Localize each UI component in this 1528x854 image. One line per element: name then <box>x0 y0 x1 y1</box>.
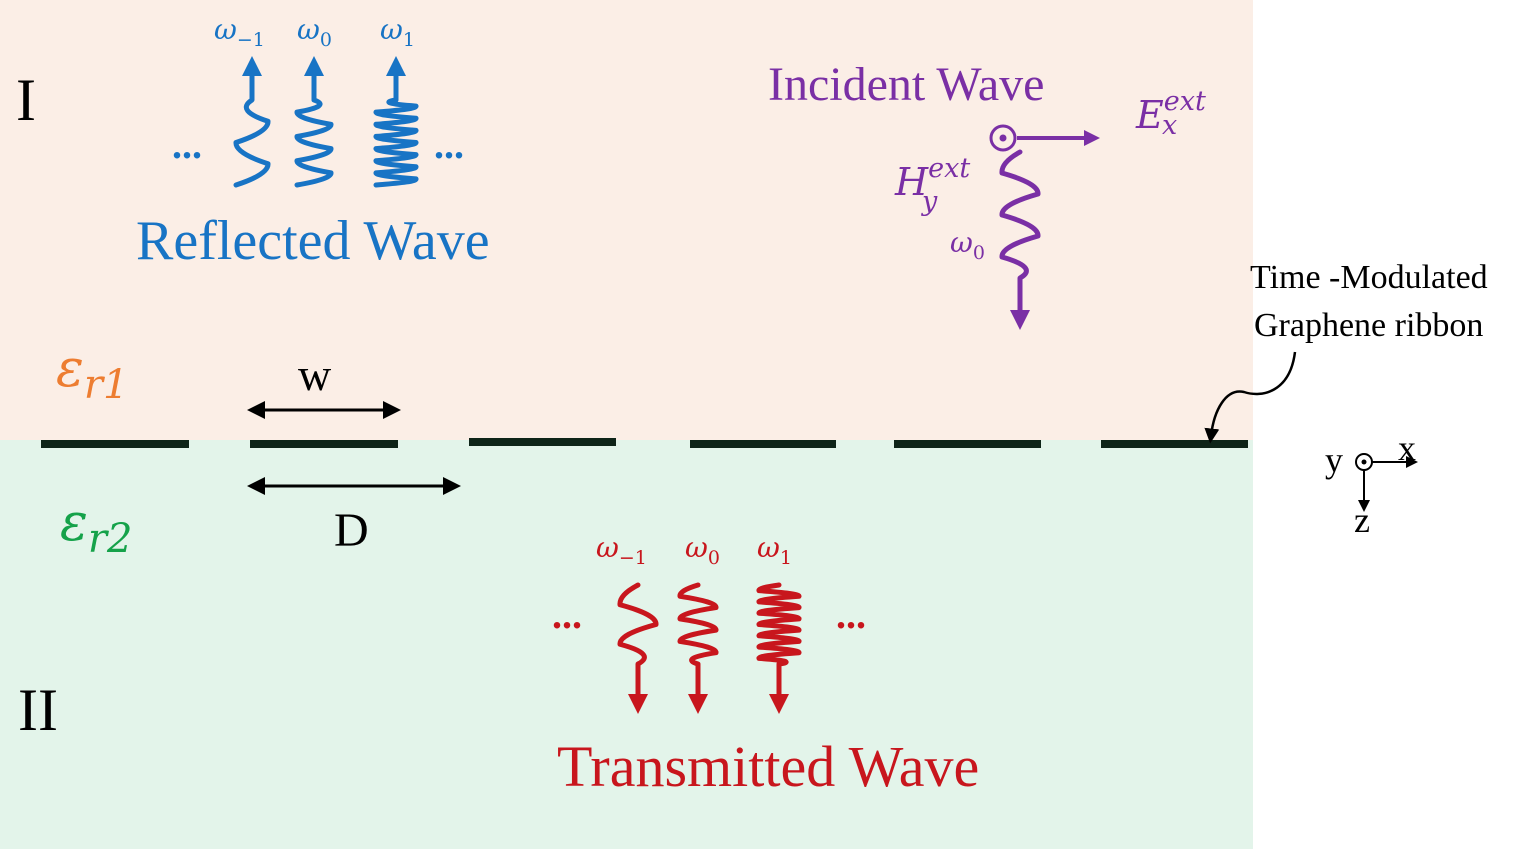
reflected-freq-label-1: ω1 <box>380 13 415 51</box>
transmitted-freq-label-0: ω0 <box>685 531 720 569</box>
e-field-sup: ext <box>1164 86 1206 117</box>
graphene-ribbon <box>894 440 1041 448</box>
h-field-sub: y <box>921 186 938 217</box>
e-field-base: E <box>1135 93 1164 137</box>
svg-text:ω0: ω0 <box>297 13 332 51</box>
eps-upper-sub: r1 <box>84 362 129 408</box>
transmitted-freq-1-base: ω <box>757 531 780 564</box>
reflected-freq-1-sub: 1 <box>403 29 415 51</box>
period-label: D <box>334 504 369 557</box>
svg-text:ω−1: ω−1 <box>596 531 647 569</box>
callout-line-2: Graphene ribbon <box>1254 307 1483 344</box>
y-axis-label: y <box>1325 440 1343 480</box>
eps-upper-base: ε <box>56 339 84 399</box>
svg-text:ω0: ω0 <box>685 531 720 569</box>
h-field-base: H <box>894 160 929 204</box>
reflected-freq-label-0: ω0 <box>297 13 332 51</box>
incident-freq-label: ω0 <box>950 226 985 264</box>
reflected-freq-1-base: ω <box>380 13 403 46</box>
graphene-ribbon <box>469 438 616 446</box>
transmitted-wave-0-path <box>677 582 719 714</box>
permittivity-lower-label: εr2 <box>60 493 132 562</box>
transmitted-wave-1-path <box>756 582 802 714</box>
h-field-out-of-page-icon <box>989 124 1017 152</box>
transmitted-ellipsis-left: ... <box>552 592 582 637</box>
region-2-label: II <box>18 677 58 743</box>
svg-text:εr1: εr1 <box>56 339 128 408</box>
transmitted-wave-minus1-path <box>617 582 659 714</box>
h-field-sup: ext <box>928 153 970 184</box>
graphene-ribbon-array <box>41 438 1248 448</box>
incident-wave-path <box>999 149 1041 330</box>
reflected-freq-0-sub: 0 <box>320 29 332 51</box>
reflected-freq-minus1-sub: −1 <box>237 29 265 51</box>
h-field-out-of-page-dot <box>999 134 1007 142</box>
eps-lower-sub: r2 <box>88 516 133 562</box>
region-1-background <box>0 0 1253 440</box>
reflected-ellipsis-right: ... <box>434 122 464 167</box>
permittivity-upper-label: εr1 <box>56 339 128 408</box>
e-field-sub: x <box>1162 110 1177 141</box>
transmitted-ellipsis-right: ... <box>836 592 866 637</box>
reflected-wave-0-path <box>294 56 334 188</box>
graphene-ribbon <box>250 440 398 448</box>
z-axis-label: z <box>1354 500 1370 540</box>
graphene-ribbon <box>41 440 189 448</box>
transmitted-freq-1-sub: 1 <box>780 547 792 569</box>
svg-text:ω1: ω1 <box>757 531 792 569</box>
graphene-ribbon <box>690 440 836 448</box>
region-1-label: I <box>16 67 36 133</box>
transmitted-freq-0-sub: 0 <box>708 547 720 569</box>
y-axis-out-of-page-dot <box>1361 459 1367 465</box>
transmitted-freq-minus1-base: ω <box>596 531 619 564</box>
reflected-freq-label-minus1: ω−1 <box>214 13 265 51</box>
svg-text:εr2: εr2 <box>60 493 132 562</box>
x-axis-label: x <box>1398 428 1416 468</box>
transmitted-freq-0-base: ω <box>685 531 708 564</box>
callout-line-1: Time -Modulated <box>1250 259 1488 296</box>
incident-freq-sub: 0 <box>973 242 985 264</box>
reflected-wave-1-path <box>373 56 419 188</box>
transmitted-wave-group: ω−1 ω0 ω1 ... ... Transmitted Wave <box>552 531 979 799</box>
transmitted-wave-title: Transmitted Wave <box>557 734 979 799</box>
reflected-freq-minus1-base: ω <box>214 13 237 46</box>
reflected-wave-title: Reflected Wave <box>136 210 490 272</box>
callout-leader-arrow <box>1204 351 1297 444</box>
svg-text:ω−1: ω−1 <box>214 13 265 51</box>
h-field-label: Hext y <box>894 153 970 217</box>
transmitted-freq-minus1-sub: −1 <box>619 547 647 569</box>
svg-text:Eext: Eext <box>1135 86 1206 137</box>
eps-lower-base: ε <box>60 493 88 553</box>
coordinate-axes: x y z <box>1325 428 1418 540</box>
reflected-wave-minus1-path <box>233 56 271 188</box>
incident-wave-group: Incident Wave Eext x Hext y ω0 <box>768 58 1206 330</box>
svg-text:ω0: ω0 <box>950 226 985 264</box>
svg-text:ω1: ω1 <box>380 13 415 51</box>
transmitted-freq-label-1: ω1 <box>757 531 792 569</box>
reflected-ellipsis-left: ... <box>172 122 202 167</box>
graphene-ribbon-callout: Time -Modulated Graphene ribbon <box>1204 259 1488 444</box>
reflected-wave-group: ω−1 ω0 ω1 ... ... Reflected Wave <box>136 13 490 272</box>
incident-wave-title: Incident Wave <box>768 58 1044 111</box>
graphene-ribbon <box>1101 440 1248 448</box>
e-field-label: Eext x <box>1135 86 1206 141</box>
transmitted-freq-label-minus1: ω−1 <box>596 531 647 569</box>
incident-freq-base: ω <box>950 226 973 259</box>
ribbon-width-label: w <box>298 349 332 400</box>
svg-text:Hext: Hext <box>894 153 970 204</box>
reflected-freq-0-base: ω <box>297 13 320 46</box>
